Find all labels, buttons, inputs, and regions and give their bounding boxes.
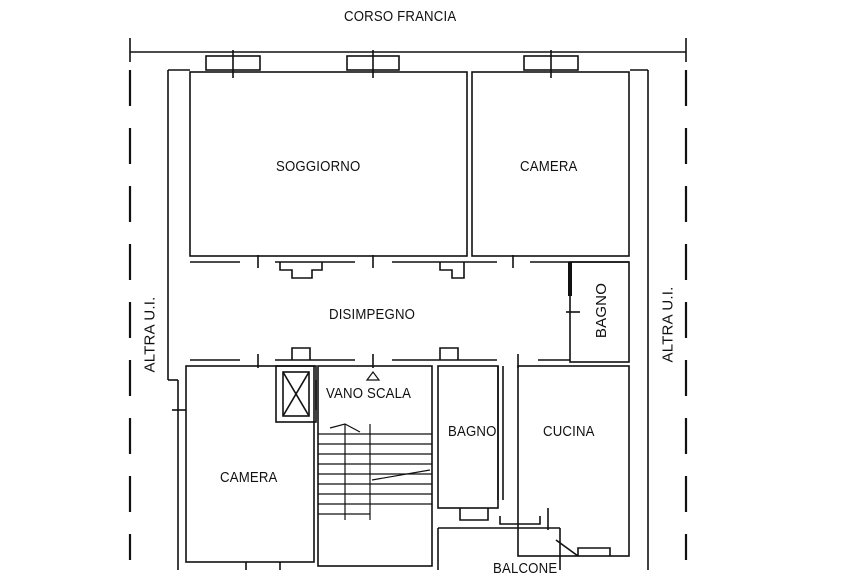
stair-arrow <box>365 371 381 381</box>
room-label-vano-scala: VANO SCALA <box>326 385 412 402</box>
room-label-bagno-mid: BAGNO <box>448 423 497 440</box>
neighbor-dashed-lines <box>128 70 688 560</box>
stair-treads <box>318 423 432 520</box>
street-label: CORSO FRANCIA <box>344 8 457 25</box>
room-label-soggiorno: SOGGIORNO <box>276 158 361 175</box>
room-soggiorno <box>189 71 468 257</box>
room-camera-bottom <box>185 365 315 563</box>
room-label-balcone: BALCONE <box>493 560 558 577</box>
room-camera-top <box>471 71 630 257</box>
room-label-camera-bottom: CAMERA <box>220 469 278 486</box>
room-label-camera-top: CAMERA <box>520 158 578 175</box>
room-cucina <box>517 365 630 557</box>
room-label-cucina: CUCINA <box>543 423 595 440</box>
room-label-disimpegno: DISIMPEGNO <box>329 306 416 323</box>
room-label-bagno-right: BAGNO <box>593 282 611 339</box>
neighbor-label-right: ALTRA U.I. <box>659 286 677 363</box>
neighbor-label-left: ALTRA U.I. <box>141 296 159 373</box>
stairwell <box>317 365 433 567</box>
